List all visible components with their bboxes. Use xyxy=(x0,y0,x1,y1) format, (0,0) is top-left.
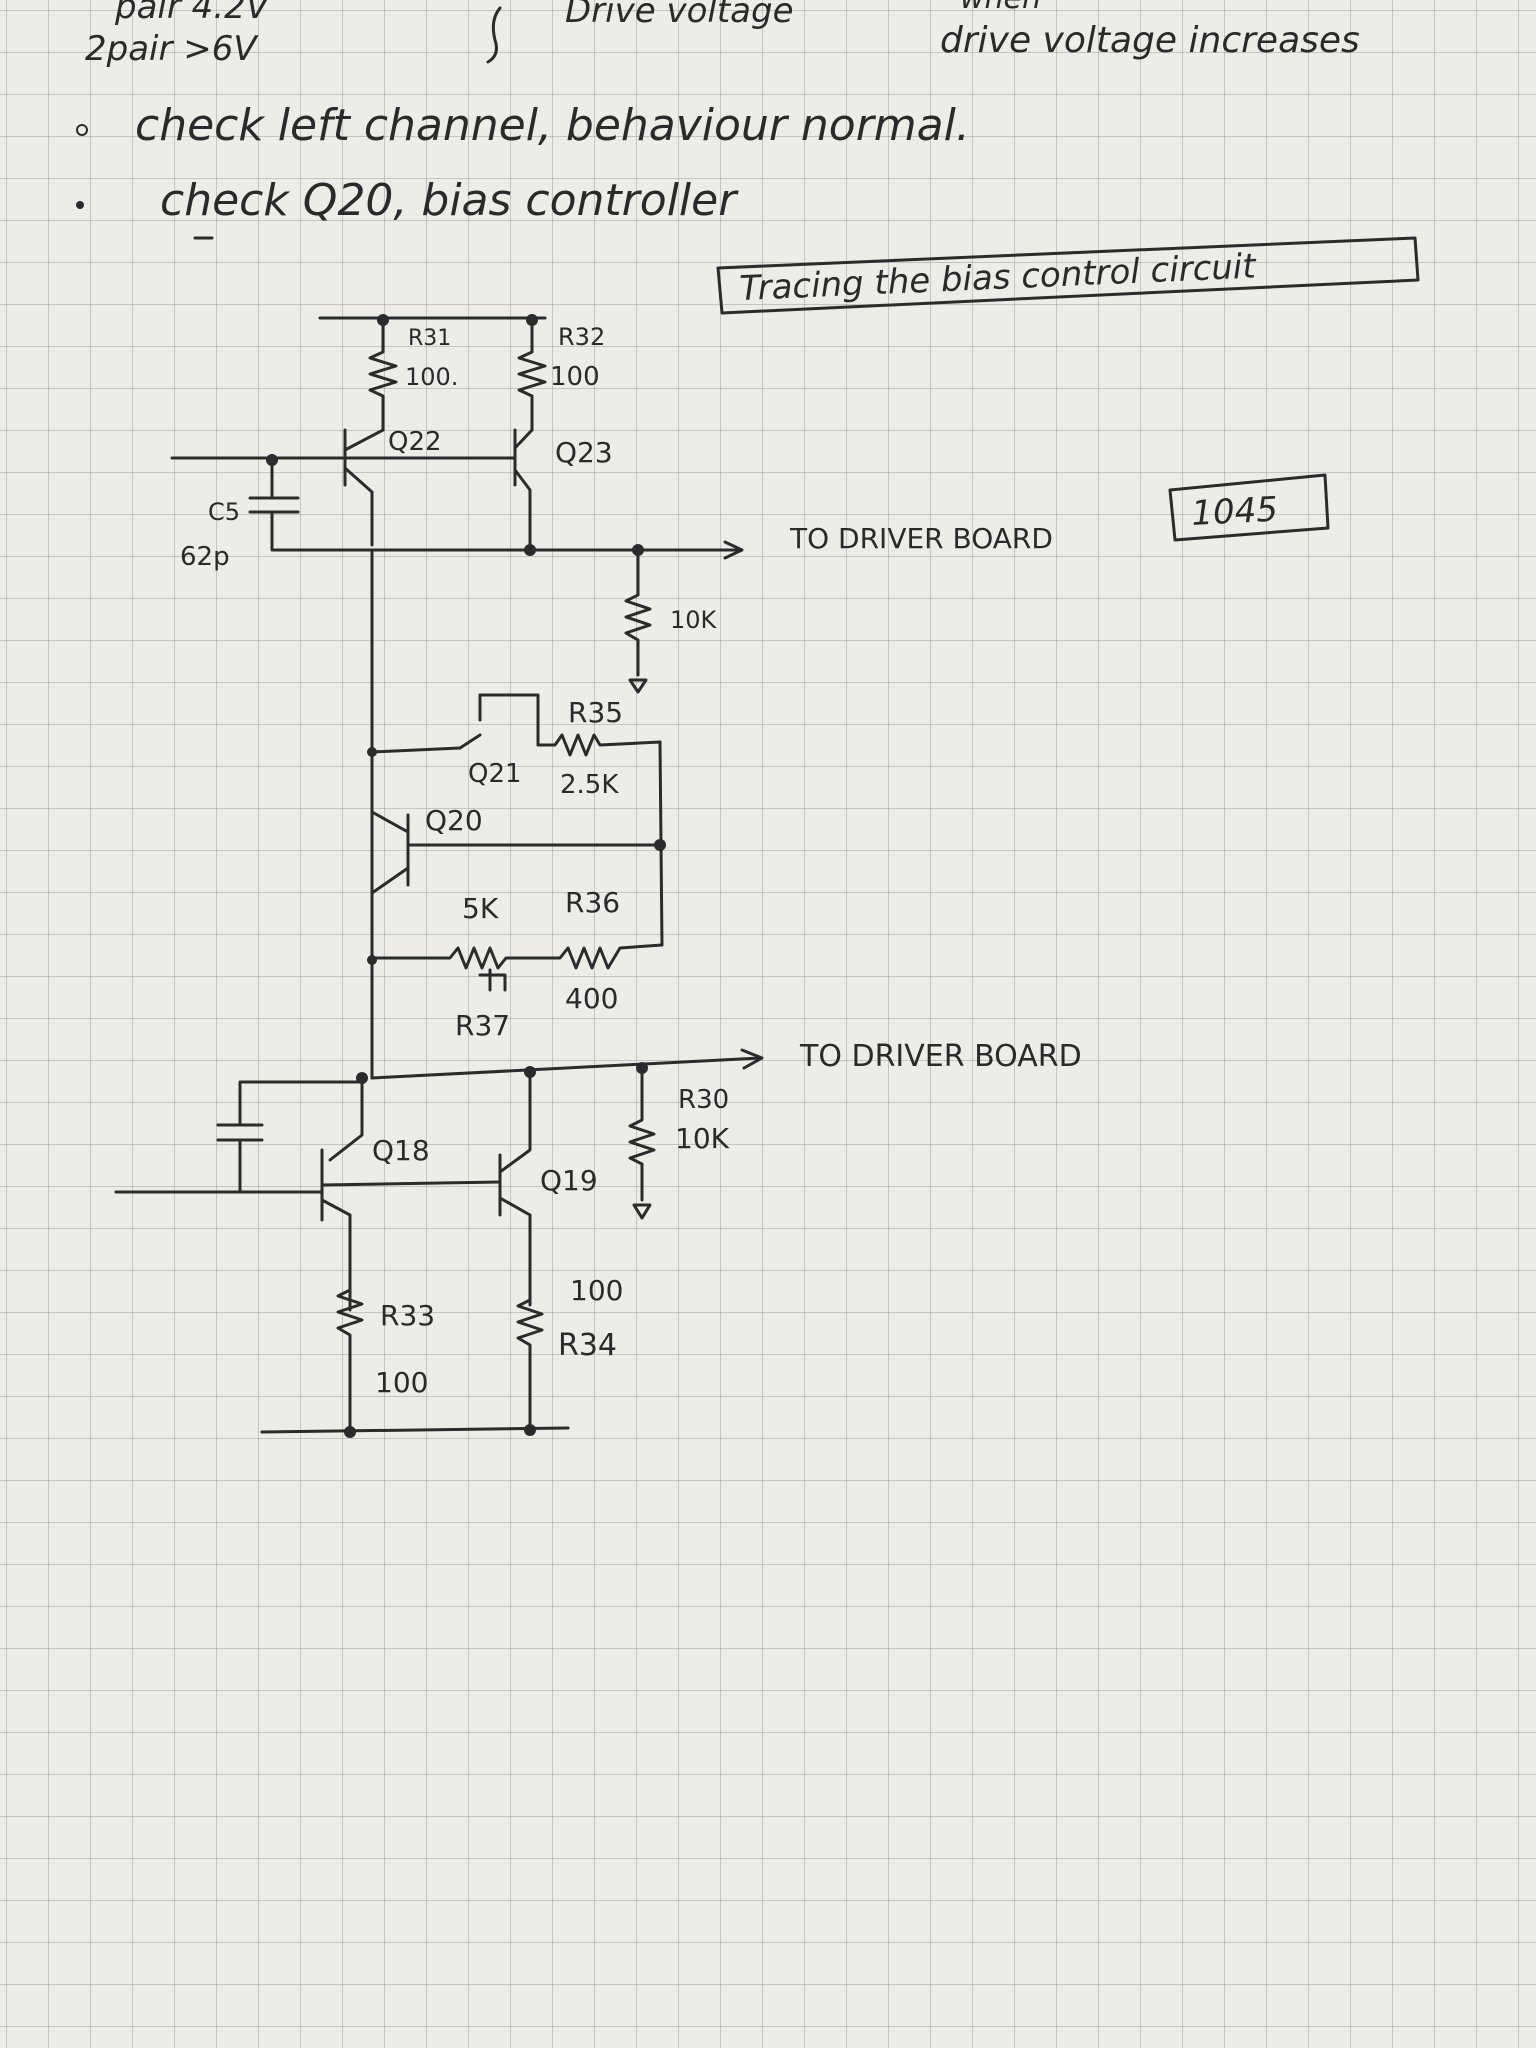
r33-name: R33 xyxy=(380,1299,435,1332)
resistor-r30 xyxy=(628,1066,656,1202)
resistor-r34 xyxy=(516,1213,544,1432)
resistor-r37-r36 xyxy=(370,943,664,970)
note-line-3: check Q20, bias controller xyxy=(160,175,739,226)
note-top-right-a: when xyxy=(960,0,1041,16)
q22-label: Q22 xyxy=(388,427,442,457)
note-line-2: check left channel, behaviour normal. xyxy=(135,100,970,151)
ref-box-text: 1045 xyxy=(1190,490,1279,534)
title-box xyxy=(716,236,1420,315)
transistor-q19 xyxy=(498,1070,532,1307)
brace-mark xyxy=(486,6,502,64)
resistor-10k-top xyxy=(624,548,652,677)
c5-name: C5 xyxy=(208,498,240,526)
r30-name: R30 xyxy=(678,1085,729,1115)
q18-label: Q18 xyxy=(372,1134,430,1167)
node-dot xyxy=(344,1426,356,1438)
note-top-a: pair 4.2V xyxy=(114,0,272,27)
bottom-rail xyxy=(260,1426,570,1434)
transistor-q20 xyxy=(370,810,410,895)
capacitor-c5 xyxy=(248,458,374,552)
ref-box xyxy=(1168,473,1330,542)
q23-label: Q23 xyxy=(555,436,613,469)
node-dot xyxy=(524,544,536,556)
resistor-r33 xyxy=(336,1243,364,1432)
r33-value: 100 xyxy=(375,1366,428,1399)
lower-output-wire xyxy=(370,1056,762,1080)
transistor-q21 xyxy=(458,693,540,750)
r37-name: R37 xyxy=(455,1009,510,1042)
resistor-r32 xyxy=(517,318,547,432)
r37-wiper xyxy=(478,968,507,992)
bullet-icon xyxy=(76,124,88,136)
note-top-mid: Drive voltage xyxy=(565,0,794,31)
r31-value: 100. xyxy=(405,363,458,391)
q20-label: Q20 xyxy=(425,804,483,837)
transistor-q22 xyxy=(343,428,385,547)
ground-icon xyxy=(628,678,648,694)
capacitor-left xyxy=(216,1080,364,1192)
r37-value: 5K xyxy=(462,892,499,925)
upper-output-label: TO DRIVER BOARD xyxy=(789,522,1053,555)
node-dot xyxy=(524,1424,536,1436)
r34-value: 100 xyxy=(570,1274,623,1307)
r32-name: R32 xyxy=(558,323,605,351)
ground-icon xyxy=(632,1203,652,1220)
c5-value: 62p xyxy=(180,542,230,572)
r35-value: 2.5K xyxy=(560,770,619,800)
r35-name: R35 xyxy=(568,696,623,729)
q21-wire xyxy=(370,746,462,754)
q19-label: Q19 xyxy=(540,1164,598,1197)
r36-name: R36 xyxy=(565,886,620,919)
r30-value: 10K xyxy=(675,1122,730,1155)
node-dot xyxy=(367,955,377,965)
note-top-b: 2pair >6V xyxy=(85,29,259,69)
lower-output-label: TO DRIVER BOARD xyxy=(799,1039,1082,1074)
arrow-icon xyxy=(723,540,744,560)
note-top-right-b: drive voltage increases xyxy=(940,20,1360,61)
r34-name: R34 xyxy=(558,1328,617,1363)
r-top-value: 10K xyxy=(670,606,718,634)
q18-q19-base-wire xyxy=(320,1180,502,1187)
r32-value: 100 xyxy=(550,362,600,392)
q21-label: Q21 xyxy=(468,759,522,789)
r31-name: R31 xyxy=(408,326,451,351)
bullet-icon xyxy=(76,201,84,209)
resistor-r31 xyxy=(368,318,398,432)
r36-value: 400 xyxy=(565,982,618,1015)
resistor-r35 xyxy=(536,733,662,757)
transistor-q23 xyxy=(513,428,534,550)
arrow-icon xyxy=(740,1048,764,1070)
q18-collector xyxy=(328,1080,364,1162)
